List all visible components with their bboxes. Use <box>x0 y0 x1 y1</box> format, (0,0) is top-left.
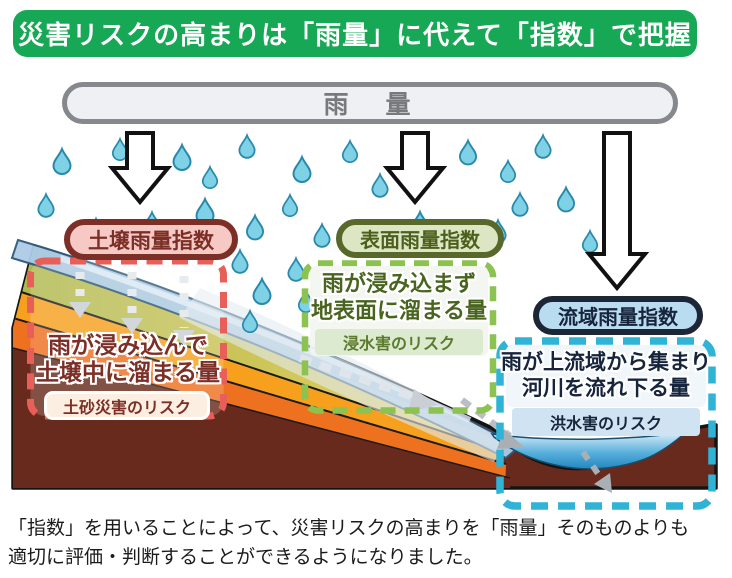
basin-index-description: 雨が上流域から集まり 河川を流れ下る量 <box>499 350 713 402</box>
soil-index-badge: 土壌雨量指数 <box>64 219 238 260</box>
surface-desc-line1: 雨が浸み込まず <box>321 271 476 296</box>
basin-risk-label: 洪水害のリスク <box>549 416 662 433</box>
basin-index-badge: 流域雨量指数 <box>533 296 703 335</box>
soil-desc-line2: 土壌中に溜まる量 <box>36 359 220 385</box>
river-water <box>490 430 689 470</box>
caption-line2: 適切に評価・判断することができるようになりました。 <box>8 547 483 568</box>
surface-desc-line2: 地表面に溜まる量 <box>310 298 487 323</box>
surface-index-description: 雨が浸み込まず 地表面に溜まる量 <box>304 270 494 324</box>
soil-index-label: 土壌雨量指数 <box>88 229 214 253</box>
surface-dashed-box <box>301 260 497 414</box>
basin-dashed-box <box>496 337 716 510</box>
seepage-arrows <box>69 272 195 346</box>
basin-risk-badge: 洪水害のリスク <box>512 408 700 436</box>
caption-line1: 「指数」を用いることによって、災害リスクの高まりを「雨量」そのものよりも <box>8 518 690 539</box>
down-arrow-icon <box>382 131 448 206</box>
caption: 「指数」を用いることによって、災害リスクの高まりを「雨量」そのものよりも 適切に… <box>8 514 728 572</box>
surface-index-label: 表面雨量指数 <box>360 230 480 252</box>
soil-risk-badge: 土砂災害のリスク <box>44 391 210 420</box>
surface-risk-label: 浸水害のリスク <box>342 336 455 353</box>
basin-index-label: 流域雨量指数 <box>558 307 678 329</box>
soil-index-description: 雨が浸み込んで 土壌中に溜まる量 <box>30 332 226 386</box>
soil-risk-label: 土砂災害のリスク <box>62 399 191 417</box>
basin-desc-line1: 雨が上流域から集まり <box>501 351 711 374</box>
page-title: 災害リスクの高まりは「雨量」に代えて「指数」で把握 <box>18 20 692 50</box>
surface-index-badge: 表面雨量指数 <box>336 219 504 258</box>
down-arrow-icons <box>107 131 650 292</box>
down-arrow-icon <box>584 131 650 292</box>
rainfall-pill: 雨 量 <box>62 82 678 124</box>
basin-desc-line2: 河川を流れ下る量 <box>522 377 690 400</box>
soil-desc-line1: 雨が浸み込んで <box>48 332 208 358</box>
surface-risk-badge: 浸水害のリスク <box>315 329 483 355</box>
rainfall-label: 雨 量 <box>323 91 417 119</box>
down-arrow-icon <box>107 131 173 206</box>
header-banner: 災害リスクの高まりは「雨量」に代えて「指数」で把握 <box>13 10 697 57</box>
basin-desc-panel <box>506 345 706 407</box>
